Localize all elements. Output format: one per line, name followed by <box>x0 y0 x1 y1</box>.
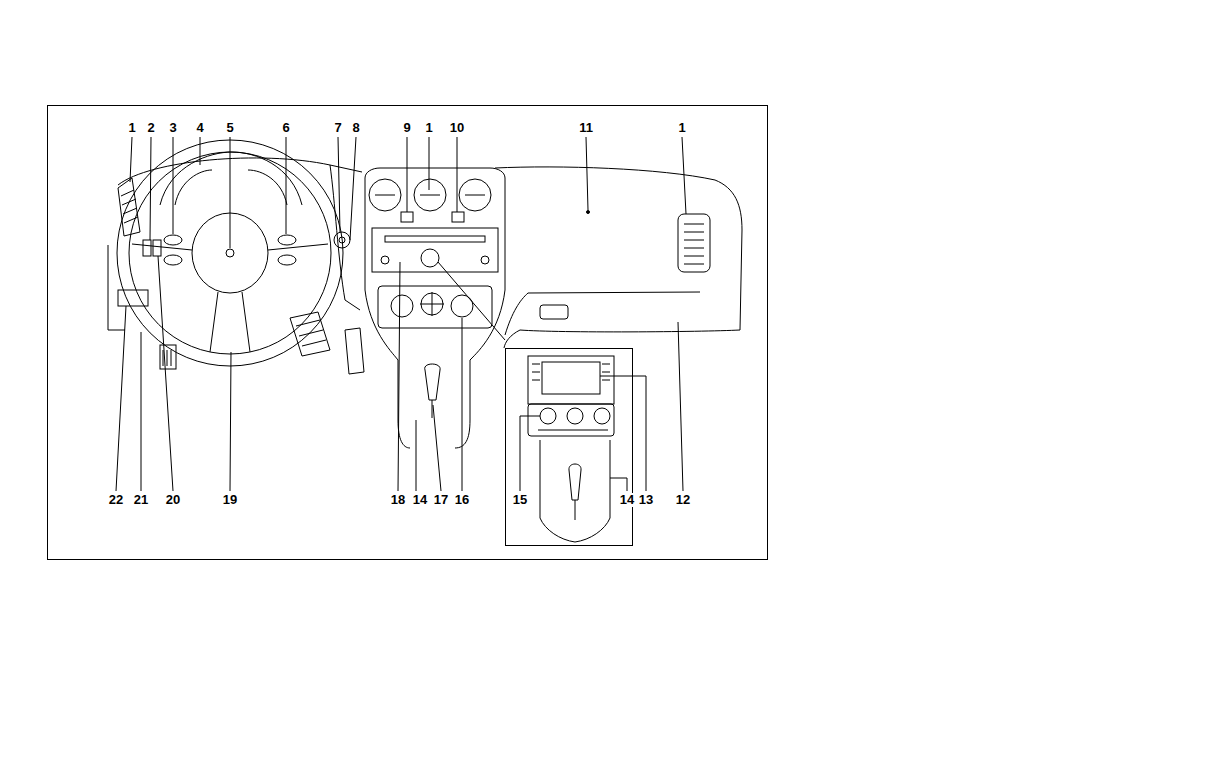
callout-number: 14 <box>619 493 635 507</box>
callout-number: 21 <box>133 493 149 507</box>
right-vent <box>678 214 710 272</box>
callout-number: 20 <box>165 493 181 507</box>
ignition <box>334 232 350 248</box>
nav-screen <box>542 362 600 394</box>
nav-unit <box>528 356 614 404</box>
callout-number: 5 <box>225 121 234 135</box>
climate-knob <box>594 408 610 424</box>
indicator <box>452 212 464 222</box>
callout-number: 6 <box>281 121 290 135</box>
frame <box>48 106 768 560</box>
center-stack <box>365 168 505 448</box>
callout-number: 17 <box>433 493 449 507</box>
audio-knob <box>381 256 389 264</box>
audio-knob <box>481 256 489 264</box>
climate-panel <box>378 286 492 328</box>
callout-number: 4 <box>195 121 204 135</box>
callout-number: 18 <box>390 493 406 507</box>
climate-buttons <box>538 430 608 431</box>
callout-number: 16 <box>454 493 470 507</box>
callout-number: 1 <box>127 121 136 135</box>
dash-mid <box>330 165 360 310</box>
wheel-switch <box>278 235 296 245</box>
left-vent <box>118 178 140 236</box>
glovebox-line <box>505 292 700 335</box>
accelerator-pedal <box>345 328 364 374</box>
leader-lines <box>116 137 686 491</box>
wheel-spokes <box>132 244 328 352</box>
hood-release-panel <box>118 290 148 306</box>
shift-lever <box>569 464 581 500</box>
callout-number: 11 <box>578 121 594 135</box>
audio-knob <box>421 249 439 267</box>
callout-number: 10 <box>449 121 465 135</box>
hazard-switch <box>401 212 413 222</box>
callout-number: 3 <box>168 121 177 135</box>
glovebox-handle <box>540 305 568 319</box>
callout-number: 1 <box>677 121 686 135</box>
shift-shaft <box>432 400 433 418</box>
callout-number: 8 <box>351 121 360 135</box>
dash-top <box>118 158 362 185</box>
audio-unit <box>372 228 498 272</box>
inset-climate <box>528 404 614 436</box>
callout-number: 7 <box>333 121 342 135</box>
nav-buttons <box>532 364 610 380</box>
shift-shaft <box>575 500 576 520</box>
inset-console <box>540 440 610 542</box>
inset-frame <box>506 349 633 546</box>
pedal-grip <box>296 320 326 346</box>
climate-knob <box>421 293 443 315</box>
vent-slats <box>684 224 704 264</box>
callout-number: 22 <box>108 493 124 507</box>
vent-vanes <box>375 195 485 196</box>
callout-number: 19 <box>222 493 238 507</box>
switch <box>153 240 161 256</box>
hub-emblem <box>226 249 234 257</box>
knob-mark <box>420 292 444 316</box>
wheel-switch <box>164 255 182 265</box>
callout-number: 2 <box>146 121 155 135</box>
callout-number: 1 <box>424 121 433 135</box>
brake-pedal <box>290 312 330 356</box>
callout-number: 12 <box>675 493 691 507</box>
wheel-switch <box>278 255 296 265</box>
climate-knob <box>567 408 583 424</box>
callout-number: 9 <box>402 121 411 135</box>
shift-lever <box>425 364 440 400</box>
callout-number: 15 <box>512 493 528 507</box>
meter-dials <box>175 170 287 205</box>
wheel-switch <box>164 235 182 245</box>
dash-right <box>495 167 742 348</box>
cd-slot <box>385 236 485 242</box>
climate-knob <box>391 295 413 317</box>
callout-number: 14 <box>412 493 428 507</box>
callout-number: 13 <box>638 493 654 507</box>
meter-cluster <box>160 152 302 205</box>
hood-release <box>160 345 176 369</box>
ignition-key <box>339 237 345 243</box>
climate-knob <box>540 408 556 424</box>
switch <box>143 240 151 256</box>
